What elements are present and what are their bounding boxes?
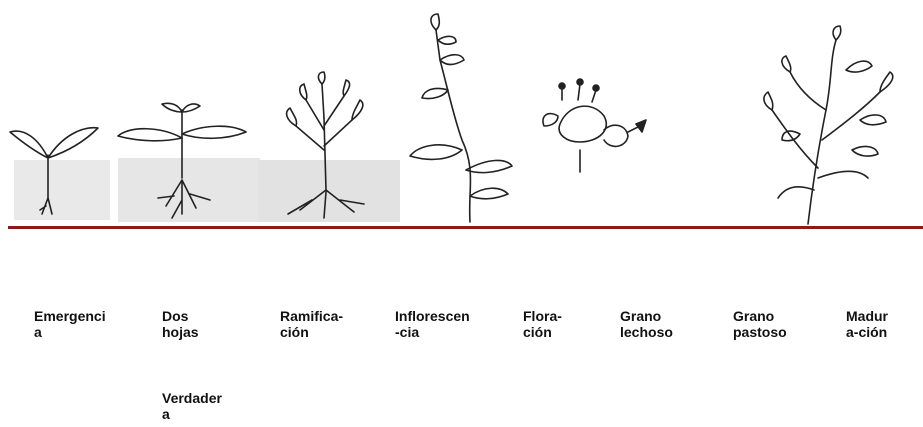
stage-label-line: a-ción [846,324,916,340]
stage-label-line: Ramifica- [280,308,370,324]
growth-stages-figure [0,0,923,240]
flowering-illustration [543,84,640,172]
stage-label-maduracion: Madur a-ción [846,308,916,340]
stage-label-line: Grano [733,308,823,324]
stamen-dot [559,83,565,89]
stamen-dot [593,85,599,91]
stage-label-grano-pastoso: Grano pastoso [733,308,823,340]
stage-label-line: lechoso [620,324,710,340]
stage-label-line: Flora- [523,308,603,324]
inflorescence-illustration [410,14,512,222]
stage-label-line: Verdader [162,390,252,406]
stage-label-line: Dos [162,308,252,324]
soil-patch-1 [14,160,110,220]
stage-label-line: Madur [846,308,916,324]
soil-patch-2 [118,158,260,222]
flower-bud-icon [636,120,646,132]
stamen-dot [577,79,583,85]
stage-label-inflorescencia: Inflorescen -cia [395,308,495,340]
stage-label-line: ción [280,324,370,340]
stage-label-line: -cia [395,324,495,340]
stage-label-dos-hojas: Dos hojas [162,308,252,340]
stage-label-line: ción [523,324,603,340]
stage-label-line: a [34,324,124,340]
mature-plant-illustration [764,26,893,224]
stage-label-grano-lechoso: Grano lechoso [620,308,710,340]
stage-label-emergencia: Emergenci a [34,308,124,340]
stage-label-line: hojas [162,324,252,340]
stage-label-line: Inflorescen [395,308,495,324]
stage-label-floracion: Flora- ción [523,308,603,340]
stage-label-verdadera: Verdader a [162,390,252,422]
ground-line [8,226,923,229]
stage-label-line: a [162,406,252,422]
soil-patch-3 [258,160,400,222]
stage-label-line: pastoso [733,324,823,340]
stage-label-ramificacion: Ramifica- ción [280,308,370,340]
stage-label-line: Grano [620,308,710,324]
stage-label-line: Emergenci [34,308,124,324]
